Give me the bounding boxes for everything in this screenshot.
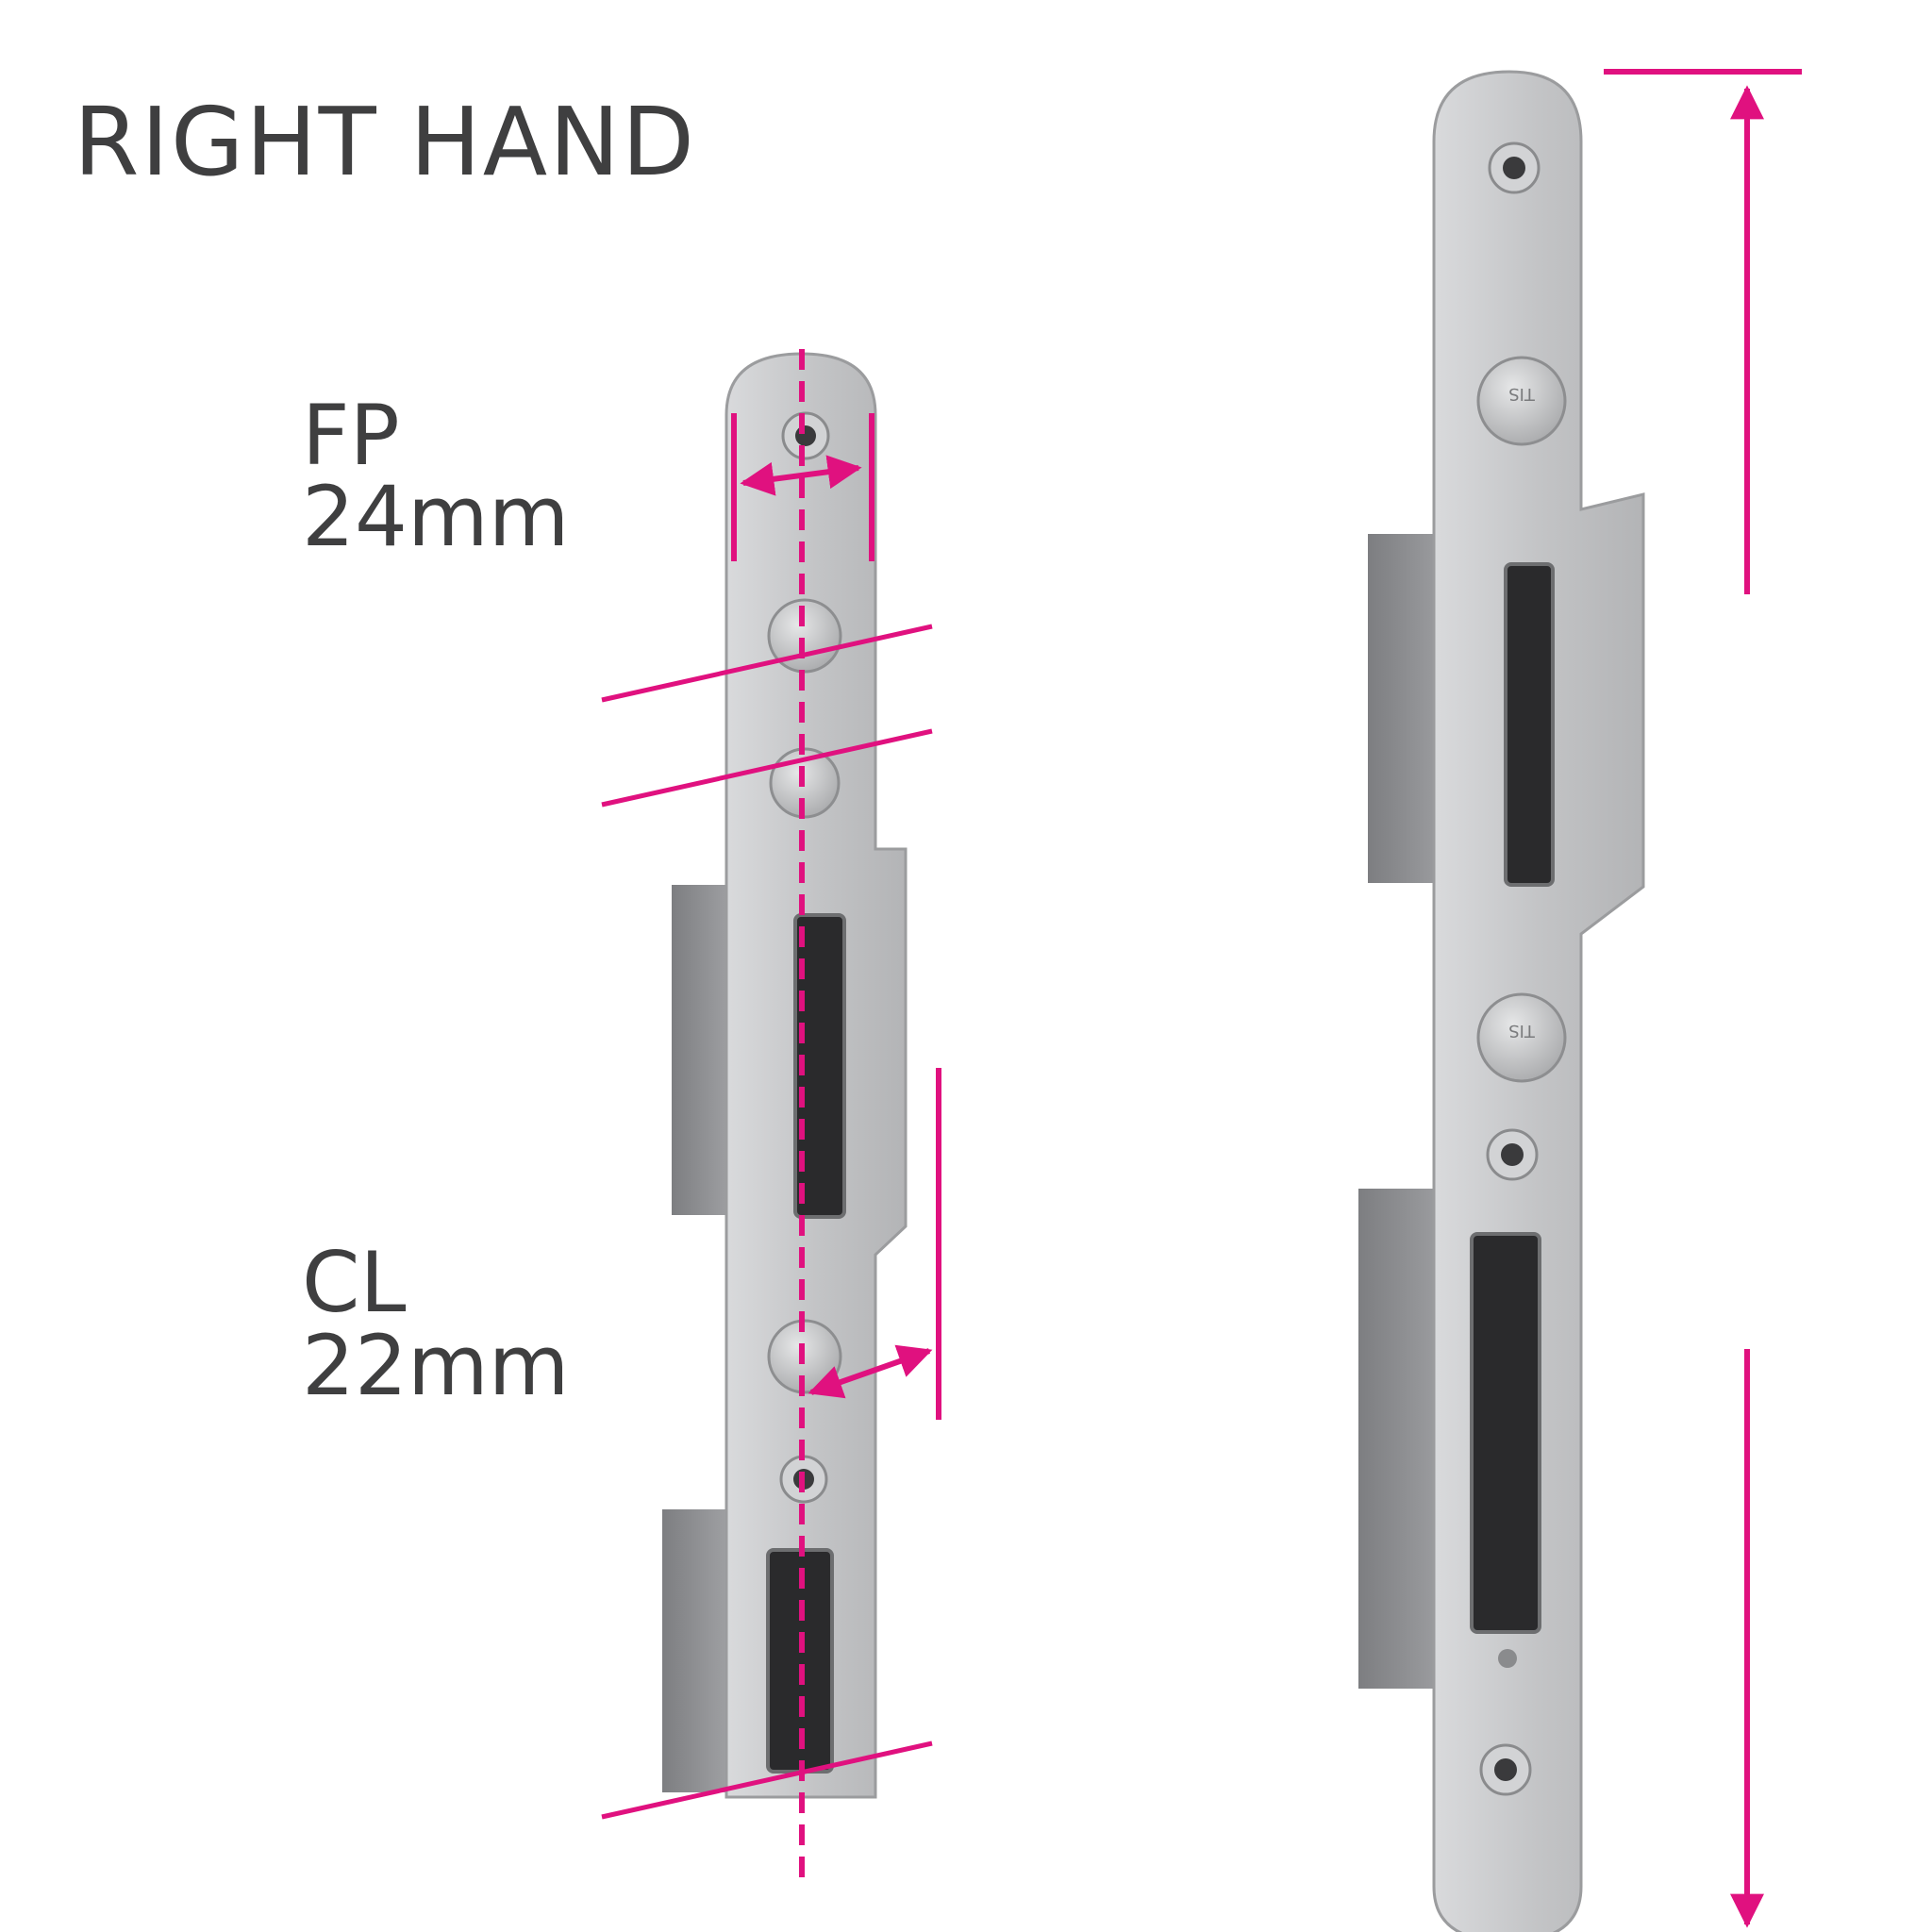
- right-keep-screw-1: [1476, 356, 1567, 446]
- fp-dimension-arrow: [740, 455, 862, 496]
- right-keep-slot-upper: [1504, 562, 1555, 887]
- overall-length-dimension: [1604, 69, 1802, 1928]
- centre-line-label: CL: [302, 1234, 407, 1331]
- right-keep: TIS TIS: [1358, 70, 1645, 1932]
- centre-line-value: 22mm: [302, 1317, 570, 1414]
- right-keep-screw-1-marking: TIS: [1508, 384, 1536, 404]
- right-keep-pin-hole: [1498, 1649, 1517, 1668]
- break-line-3: [601, 1740, 933, 1820]
- right-keep-slot-lower: [1470, 1232, 1541, 1634]
- left-keep-dimensions: [601, 349, 941, 1887]
- cl-dimension-arrow: [808, 1344, 933, 1399]
- front-plate-value: 24mm: [302, 468, 570, 565]
- right-keep-screw-2-marking: TIS: [1508, 1021, 1536, 1041]
- left-keep: [662, 352, 908, 1799]
- left-keep-slot-upper: [793, 913, 846, 1219]
- page-title: RIGHT HAND: [74, 87, 696, 197]
- front-plate-label: FP: [302, 387, 400, 484]
- break-line-2: [601, 728, 933, 808]
- right-keep-screw-2: [1476, 992, 1567, 1083]
- break-line-1: [601, 624, 933, 703]
